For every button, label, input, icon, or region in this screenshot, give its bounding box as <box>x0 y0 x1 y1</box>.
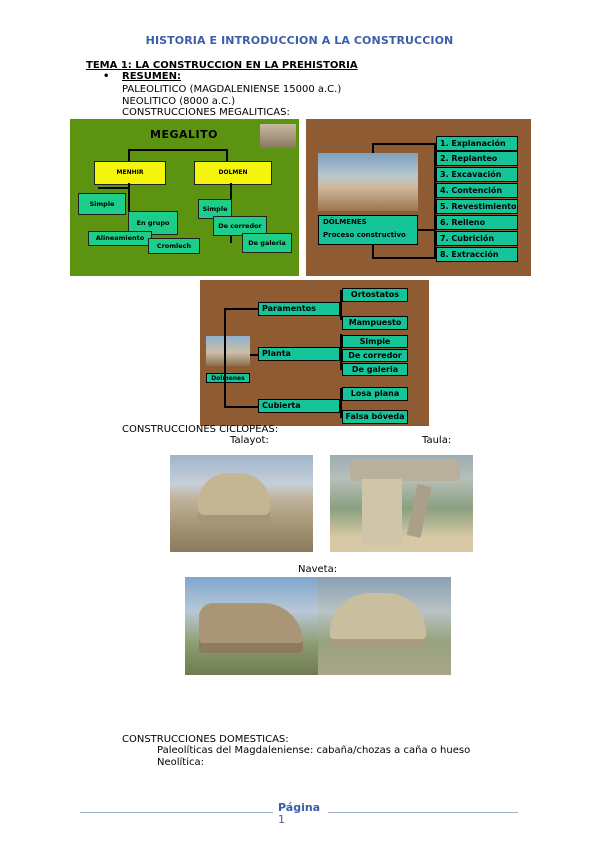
de-corredor-planta-box: De corredor <box>342 349 408 362</box>
step-contencion: 4. Contención <box>436 183 518 198</box>
de-galeria-box: De galeria <box>242 233 292 253</box>
proceso-label: Proceso constructivo <box>323 231 406 239</box>
simple-planta-box: Simple <box>342 335 408 348</box>
naveta-caption: Naveta: <box>298 564 338 575</box>
document-title: HISTORIA E INTRODUCCION A LA CONSTRUCCIO… <box>145 34 454 47</box>
naveta-image-1 <box>185 577 318 675</box>
proceso-diagram: DÓLMENES Proceso constructivo 1. Explana… <box>306 119 531 276</box>
losa-plana-box: Losa plana <box>342 387 408 401</box>
step-extraccion: 8. Extracción <box>436 247 518 262</box>
cubierta-box: Cubierta <box>258 399 340 413</box>
footer-line-left <box>80 812 273 813</box>
mampuesto-box: Mampuesto <box>342 316 408 330</box>
bullet-icon: • <box>103 71 110 82</box>
dolmen-thumbnail-image <box>260 124 296 148</box>
dolmen-box: DOLMEN <box>194 161 272 185</box>
paleoliticas-line: Paleolíticas del Magdaleniense: cabaña/c… <box>157 745 471 756</box>
step-cubricion: 7. Cubrición <box>436 231 518 246</box>
step-replanteo: 2. Replanteo <box>436 151 518 166</box>
paleolitico-line: PALEOLITICO (MAGDALENIENSE 15000 a.C.) <box>122 84 342 95</box>
page-number: 1 <box>278 813 285 826</box>
neolitica-line: Neolítica: <box>157 757 205 768</box>
megalito-diagram: MEGALITO MENHIR DOLMEN Simple En grupo A… <box>70 119 299 276</box>
talayot-caption: Talayot: <box>230 435 269 446</box>
footer-line-right <box>328 812 518 813</box>
talayot-image <box>170 455 313 552</box>
dolmenes-small-box: Dolmenes <box>206 373 250 383</box>
ortostatos-box: Ortostatos <box>342 288 408 302</box>
tema-heading: TEMA 1: LA CONSTRUCCION EN LA PREHISTORI… <box>86 60 358 71</box>
dolmenes-proceso-box: DÓLMENES Proceso constructivo <box>318 215 418 245</box>
taula-image <box>330 455 473 552</box>
menhir-box: MENHIR <box>94 161 166 185</box>
dolmenes-label: DÓLMENES <box>323 218 367 226</box>
partes-diagram: Dolmenes Paramentos Planta Cubierta Orto… <box>200 280 429 426</box>
domesticas-line: CONSTRUCCIONES DOMESTICAS: <box>122 734 289 745</box>
megalito-title: MEGALITO <box>150 128 218 141</box>
cromlech-box: Cromlech <box>148 238 200 254</box>
megaliticas-line: CONSTRUCCIONES MEGALITICAS: <box>122 107 290 118</box>
de-corredor-box: De corredor <box>213 216 267 236</box>
de-galeria-planta-box: De galeria <box>342 363 408 376</box>
falsa-boveda-box: Falsa bóveda <box>342 410 408 424</box>
neolitico-line: NEOLITICO (8000 a.C.) <box>122 96 236 107</box>
step-explanacion: 1. Explanación <box>436 136 518 151</box>
resumen-heading: RESUMEN: <box>122 71 182 82</box>
naveta-image-2 <box>318 577 451 675</box>
alineamiento-box: Alineamiento <box>88 231 152 246</box>
simple-menhir-box: Simple <box>78 193 126 215</box>
step-revestimiento: 5. Revestimiento <box>436 199 518 214</box>
taula-caption: Taula: <box>422 435 452 446</box>
ciclopeas-line: CONSTRUCCIONES CICLOPEAS: <box>122 424 279 435</box>
dolmenes-image <box>206 336 250 366</box>
step-excavacion: 3. Excavación <box>436 167 518 182</box>
paramentos-box: Paramentos <box>258 302 340 316</box>
step-relleno: 6. Relleno <box>436 215 518 230</box>
dolmen-construction-image <box>318 153 418 211</box>
page-label: Página <box>278 801 321 814</box>
planta-box: Planta <box>258 347 340 361</box>
